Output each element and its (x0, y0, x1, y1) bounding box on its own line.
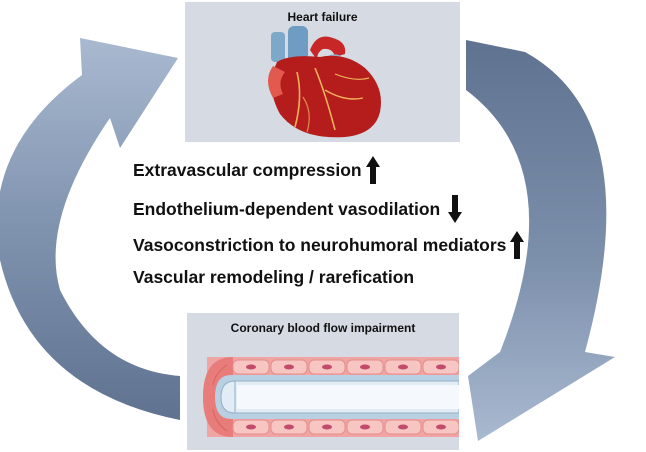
mechanism-endothelium-vasodilation: Endothelium-dependent vasodilation (133, 195, 463, 223)
heart-failure-title: Heart failure (287, 10, 358, 24)
mechanism-label: Endothelium-dependent vasodilation (133, 198, 441, 219)
mechanism-extravascular-compression: Extravascular compression (133, 156, 380, 184)
up-arrow-icon (365, 156, 380, 184)
cycle-arrow-left (0, 38, 180, 420)
mechanism-label: Extravascular compression (133, 159, 362, 180)
blood-vessel-icon (203, 357, 459, 437)
heart-failure-panel: Heart failure (185, 2, 460, 142)
coronary-flow-title: Coronary blood flow impairment (230, 321, 416, 335)
mechanism-vasoconstriction: Vasoconstriction to neurohumoral mediato… (133, 231, 525, 259)
up-arrow-icon (510, 231, 525, 259)
mechanism-label: Vasoconstriction to neurohumoral mediato… (133, 234, 507, 255)
cycle-arrow-right (466, 40, 615, 441)
down-arrow-icon (448, 195, 463, 223)
mechanism-vascular-remodeling: Vascular remodeling / rarefication (133, 267, 414, 288)
mechanism-label: Vascular remodeling / rarefication (133, 267, 415, 287)
coronary-flow-panel: Coronary blood flow impairment (187, 313, 459, 450)
heart-icon (268, 26, 381, 138)
